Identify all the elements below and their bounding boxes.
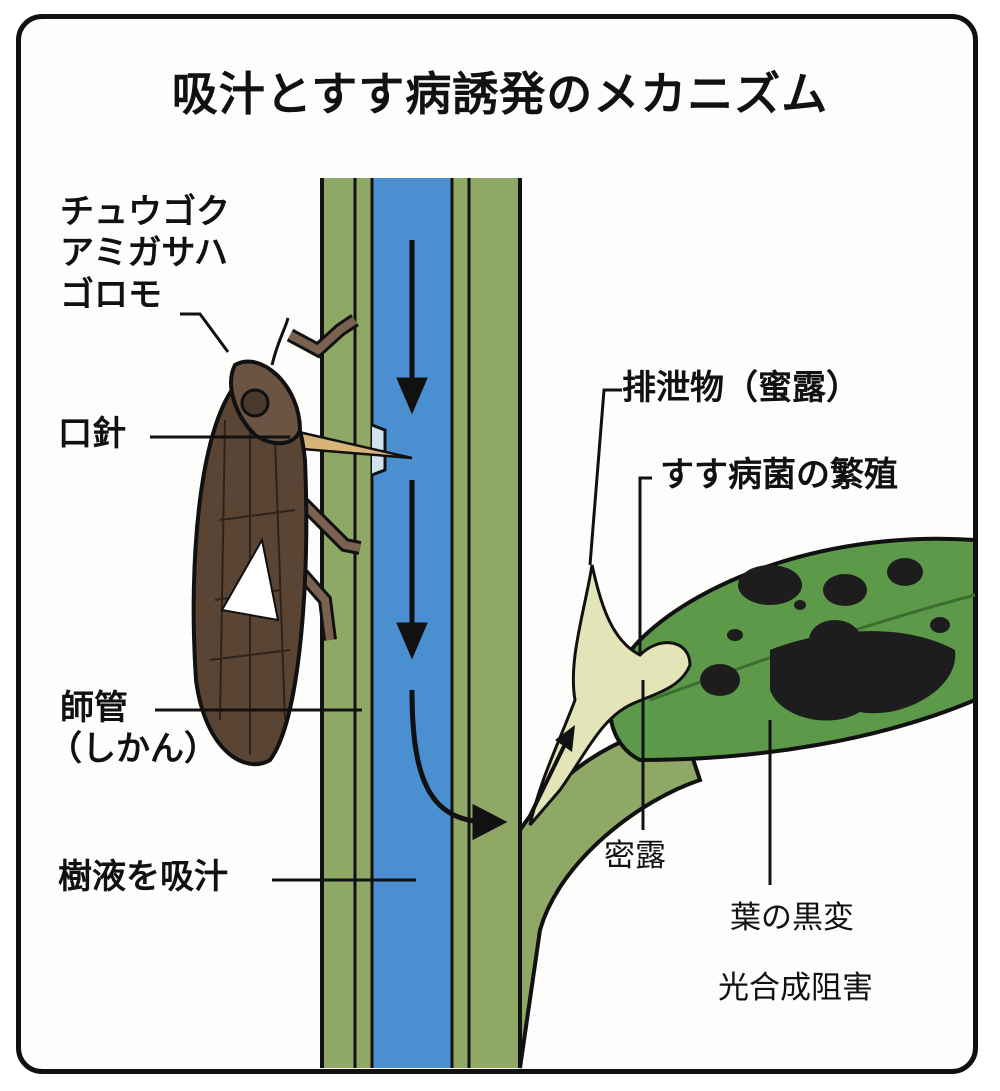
sooty-mold-label: すす病菌の繁殖 <box>660 455 898 495</box>
phloem-label: 師管 （しかん） <box>48 688 218 771</box>
sap-sucking-label: 樹液を吸汁 <box>58 857 228 897</box>
insect-name-line-3: ゴロモ <box>60 274 162 315</box>
photosynthesis-inhibition-label: 光合成阻害 <box>718 970 873 1006</box>
honeydew-deposit <box>526 564 692 826</box>
planthopper-insect <box>191 314 413 767</box>
insect-name-line-2: アミガサハ <box>60 233 228 274</box>
leader-lines <box>150 312 772 885</box>
sap-flow-arrows <box>396 240 508 841</box>
sooty-mold-spots <box>700 558 956 721</box>
phloem-label-line-1: 師管 <box>60 688 128 728</box>
phloem-label-line-2: （しかん） <box>48 729 218 770</box>
honeydew-label: 密露 <box>604 838 666 874</box>
excretion-label: 排泄物（蜜露） <box>622 368 860 408</box>
leaf-blackening-label: 葉の黒変 <box>730 900 854 936</box>
insect-name-label: チュウゴク アミガサハ ゴロモ <box>60 192 230 316</box>
stylet-label: 口針 <box>58 414 126 454</box>
insect-name-line-1: チュウゴク <box>60 192 230 232</box>
page-title: 吸汁とすす病誘発のメカニズム <box>171 67 829 121</box>
